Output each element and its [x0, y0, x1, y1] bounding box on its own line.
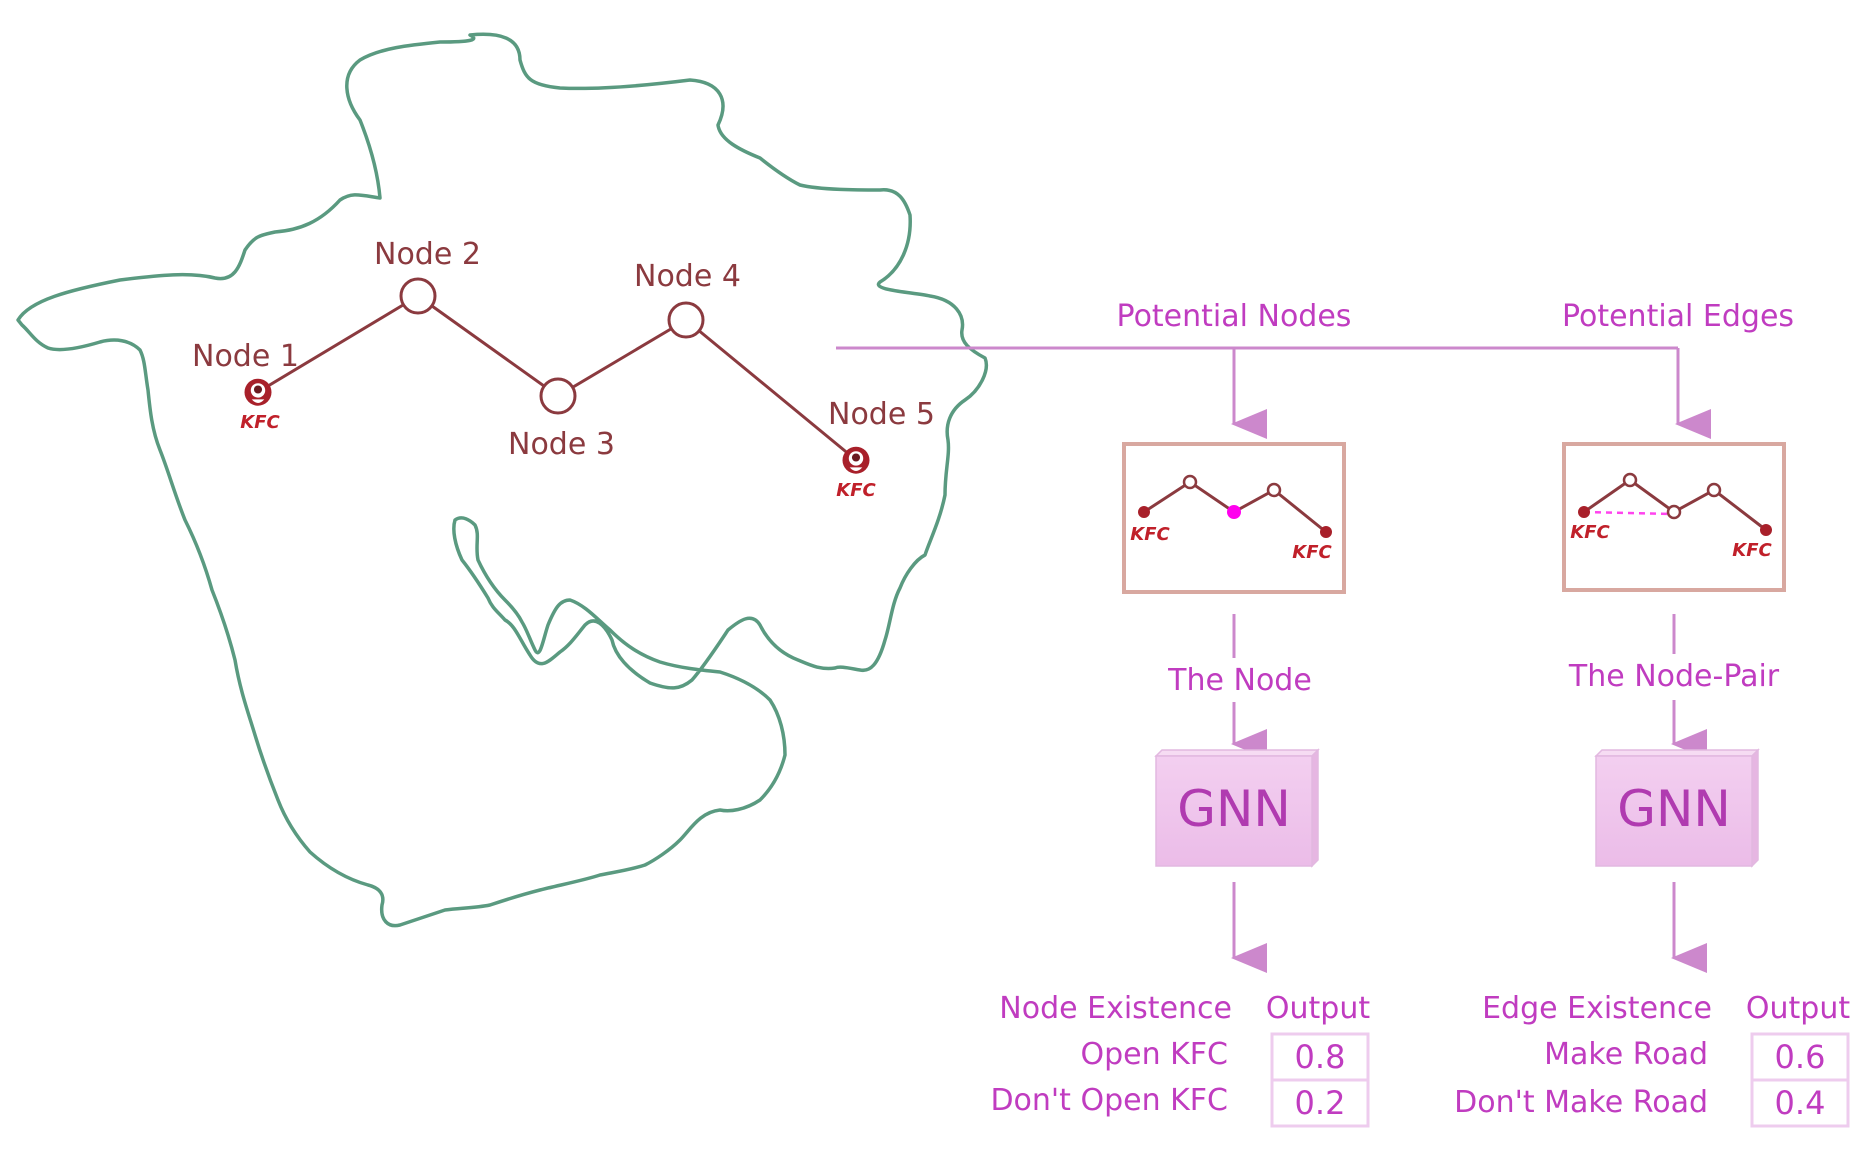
edge-output-row-label: Don't Make Road	[1454, 1085, 1708, 1120]
node-4-label: Node 4	[634, 259, 741, 294]
kfc-text: KFC	[1130, 524, 1170, 545]
map-graph	[257, 294, 857, 462]
edge-output-table: Edge Existence Output Make Road Don't Ma…	[1454, 991, 1850, 1128]
edge-preview-kfc-dot	[1578, 506, 1590, 518]
edge-preview-candidate-edge	[1583, 510, 1675, 516]
node-preview-panel: KFC KFC	[1122, 442, 1346, 594]
kfc-text: KFC	[1732, 540, 1772, 561]
edge-2-3	[417, 294, 559, 398]
node-4-circle	[667, 301, 705, 339]
kfc-text: KFC	[1292, 542, 1332, 563]
node-output-header-right: Output	[1266, 991, 1370, 1026]
node-branch: The Node GNN Node Existence Output Open …	[990, 614, 1370, 1128]
map-outline	[16, 32, 988, 928]
edge-output-value: 0.4	[1775, 1084, 1826, 1122]
edge-output-row-label: Make Road	[1544, 1037, 1708, 1072]
edge-4-5	[685, 318, 857, 462]
node-preview-candidate-node	[1227, 505, 1241, 519]
edge-preview-empty-node	[1622, 472, 1638, 488]
node-preview-kfc-dot	[1320, 526, 1332, 538]
edge-output-value: 0.6	[1775, 1038, 1826, 1076]
node-3-circle	[539, 377, 577, 415]
node-1-label: Node 1	[192, 339, 299, 374]
node-input-label: The Node	[1167, 663, 1312, 698]
edge-preview-empty-node	[1706, 482, 1722, 498]
kfc-text: KFC	[1570, 522, 1610, 543]
node-5-kfc-icon: KFC	[836, 446, 877, 501]
node-gnn-block: GNN	[1154, 748, 1320, 868]
node-preview-kfc-dot	[1138, 506, 1150, 518]
kfc-text: KFC	[836, 480, 876, 501]
node-output-header-left: Node Existence	[999, 991, 1232, 1026]
node-preview-empty-node	[1182, 474, 1198, 490]
potential-nodes-title: Potential Nodes	[1117, 299, 1352, 334]
node-output-value: 0.2	[1295, 1084, 1346, 1122]
edge-branch: The Node-Pair GNN Edge Existence Output …	[1454, 614, 1850, 1128]
node-output-row-label: Don't Open KFC	[990, 1083, 1228, 1118]
node-5-label: Node 5	[828, 397, 935, 432]
edge-gnn-label: GNN	[1617, 780, 1731, 838]
node-gnn-label: GNN	[1177, 780, 1291, 838]
edge-preview-kfc-dot	[1760, 524, 1772, 536]
edge-input-label: The Node-Pair	[1568, 659, 1780, 694]
edge-gnn-block: GNN	[1594, 748, 1760, 868]
edge-output-header-right: Output	[1746, 991, 1850, 1026]
node-preview-empty-node	[1266, 482, 1282, 498]
potential-edges-title: Potential Edges	[1562, 299, 1794, 334]
node-3-label: Node 3	[508, 427, 615, 462]
node-2-circle	[399, 277, 437, 315]
edge-1-2	[257, 294, 419, 394]
node-output-value: 0.8	[1295, 1038, 1346, 1076]
node-output-table: Node Existence Output Open KFC Don't Ope…	[990, 991, 1370, 1128]
node-output-row-label: Open KFC	[1080, 1037, 1228, 1072]
connector-lines	[836, 346, 1711, 439]
edge-preview-empty-node	[1666, 504, 1682, 520]
node-2-label: Node 2	[374, 237, 481, 272]
node-1-kfc-icon: KFC	[240, 378, 281, 433]
edge-3-4	[557, 318, 687, 398]
edge-output-header-left: Edge Existence	[1482, 991, 1712, 1026]
kfc-text: KFC	[240, 412, 280, 433]
edge-preview-panel: KFC KFC	[1562, 442, 1786, 592]
